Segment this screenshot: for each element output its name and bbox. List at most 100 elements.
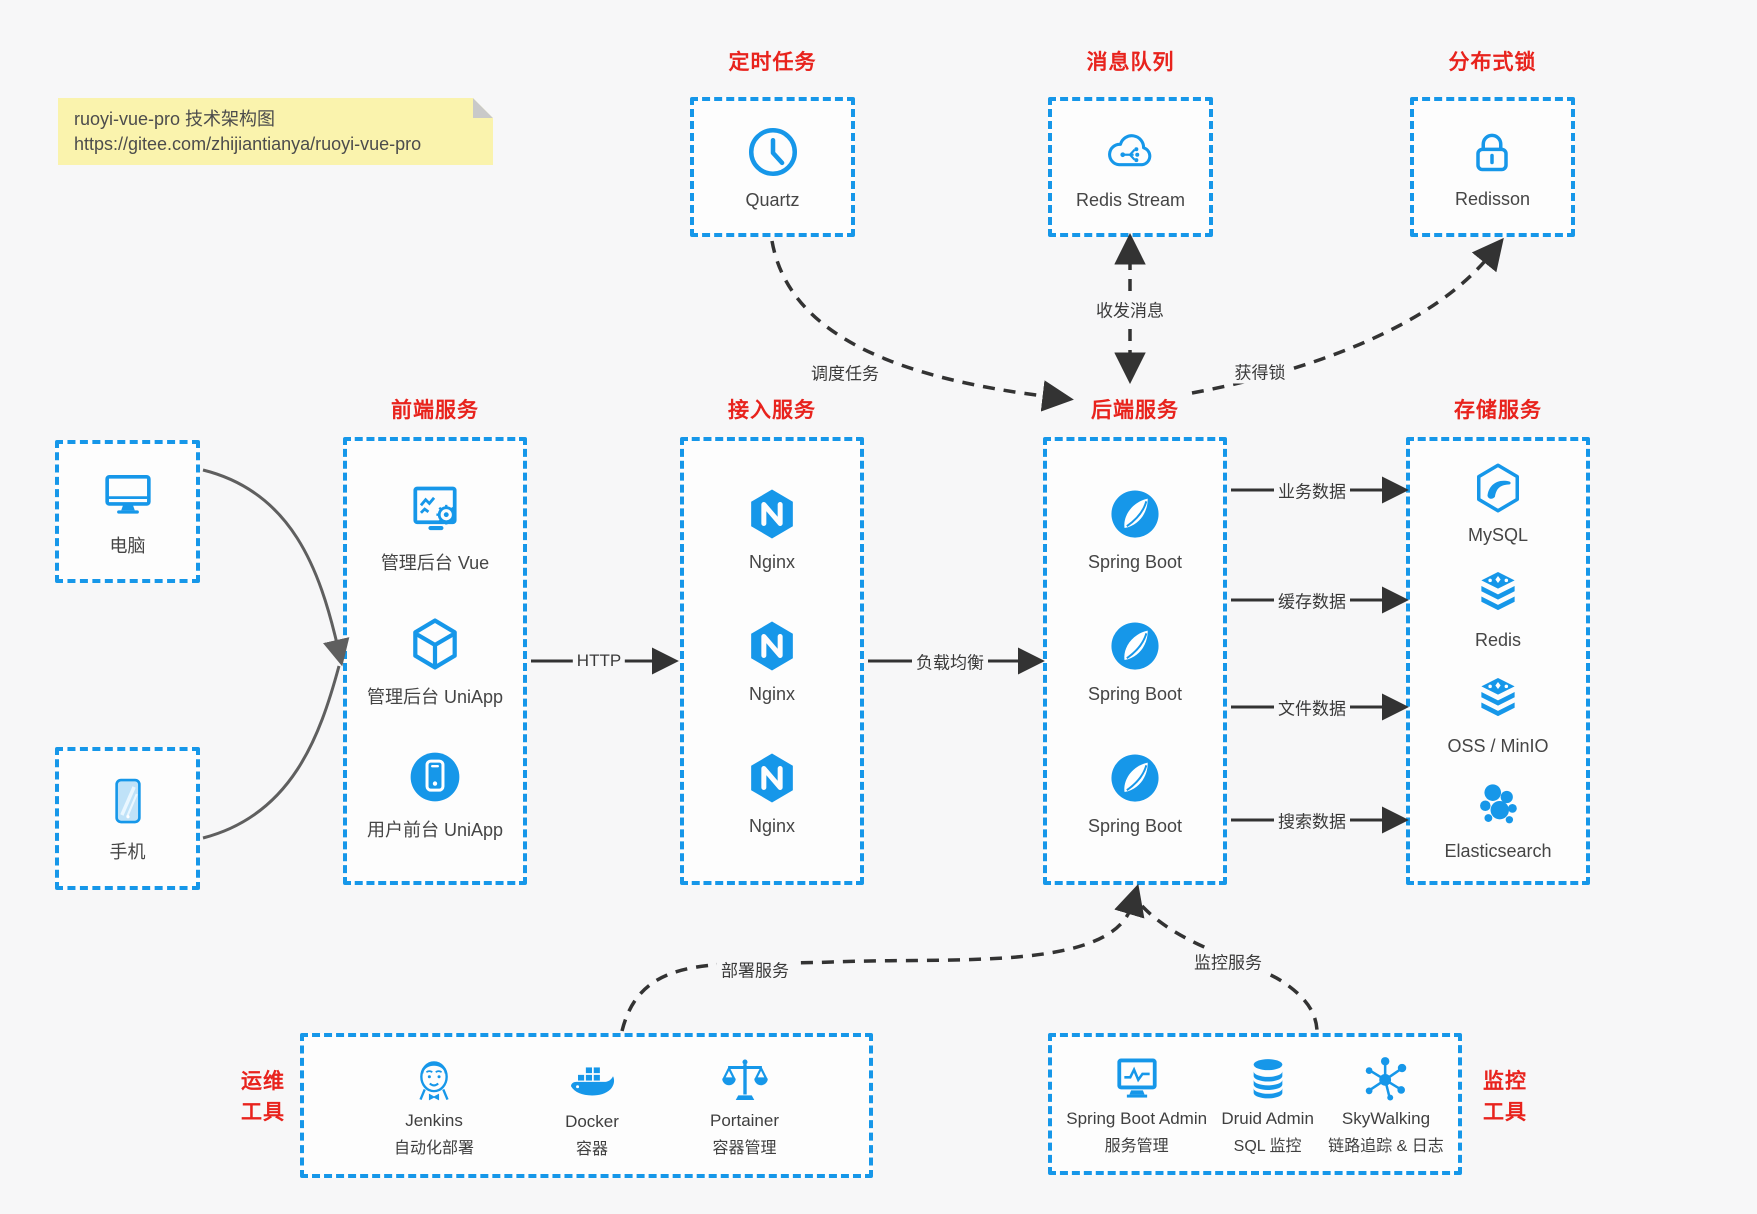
graph-nodes-icon: [1365, 1057, 1407, 1101]
title-lock: 分布式锁: [1448, 51, 1537, 74]
mobile-icon: [114, 778, 141, 824]
tool-name: Portainer: [710, 1110, 779, 1130]
edge-label-biz-data: 业务数据: [1274, 477, 1350, 503]
node-redis: Redis: [1470, 565, 1526, 651]
title-monitoring-tools: 监控 工具: [1470, 1066, 1540, 1128]
node-label: OSS / MinIO: [1447, 735, 1549, 756]
node-redis-stream: Redis Stream: [1076, 123, 1185, 211]
ops-title-line1: 运维: [241, 1070, 285, 1093]
node-jenkins: Jenkins 自动化部署: [394, 1054, 474, 1158]
lock-box: Redisson: [1410, 97, 1575, 237]
node-label: 电脑: [109, 536, 146, 556]
cloud-stream-icon: [1108, 134, 1152, 167]
node-label: Redisson: [1454, 189, 1531, 209]
portainer-icon: [721, 1058, 768, 1100]
node-skywalking: SkyWalking 链路追踪 & 日志: [1328, 1052, 1444, 1156]
edge-label-http: HTTP: [572, 651, 626, 671]
desktop-icon: [104, 474, 151, 514]
monitoring-title-line2: 工具: [1483, 1101, 1527, 1124]
node-user-uniapp: 用户前台 UniApp: [367, 747, 503, 842]
node-label: Nginx: [748, 552, 796, 572]
edge-label-messaging: 收发消息: [1092, 296, 1168, 322]
tool-sub: 自动化部署: [394, 1139, 475, 1157]
monitoring-title-line1: 监控: [1483, 1070, 1527, 1093]
edge-label-search-data: 搜索数据: [1274, 807, 1350, 833]
node-springboot-2: Spring Boot: [1088, 617, 1182, 705]
gateway-box: Nginx Nginx Nginx: [680, 437, 864, 885]
title-scheduler: 定时任务: [728, 51, 817, 74]
admin-monitor-gear-icon: [413, 486, 457, 530]
monitoring-tools-box: Spring Boot Admin 服务管理 Druid Admin SQL 监…: [1048, 1033, 1462, 1175]
node-computer: 电脑: [99, 465, 157, 558]
title-mq: 消息队列: [1086, 51, 1175, 74]
frontend-box: 管理后台 Vue 管理后台 UniApp 用户前台 UniApp: [343, 437, 527, 885]
nginx-icon: [751, 489, 793, 539]
title-ops-tools: 运维 工具: [228, 1066, 298, 1128]
storage-box: MySQL Redis: [1406, 437, 1590, 885]
node-label: 用户前台 UniApp: [366, 820, 504, 841]
spring-icon: [1111, 754, 1159, 802]
edge-label-load-balance: 负载均衡: [912, 648, 988, 674]
database-icon: [1253, 1059, 1282, 1099]
node-label: Redis Stream: [1075, 190, 1186, 210]
node-label: Nginx: [748, 684, 796, 704]
node-admin-vue: 管理后台 Vue: [381, 480, 489, 575]
backend-box: Spring Boot Spring Boot Spring Boot: [1043, 437, 1227, 885]
node-label: Spring Boot: [1087, 552, 1183, 572]
tool-name: Druid Admin: [1221, 1109, 1314, 1128]
nginx-icon: [751, 621, 793, 671]
note-title: ruoyi-vue-pro 技术架构图: [74, 109, 276, 129]
node-phone: 手机: [100, 773, 156, 864]
spring-icon: [1111, 622, 1159, 670]
edge-label-schedule: 调度任务: [807, 359, 883, 385]
edge-label-monitor: 监控服务: [1190, 948, 1266, 974]
phone-box: 手机: [55, 747, 200, 890]
phone-circle-icon: [410, 752, 460, 802]
node-nginx-1: Nginx: [743, 485, 801, 573]
title-storage: 存储服务: [1454, 399, 1542, 422]
node-label: Spring Boot: [1087, 816, 1183, 836]
scheduler-box: Quartz: [690, 97, 855, 237]
stack-icon: [1481, 677, 1515, 716]
node-elasticsearch: Elasticsearch: [1444, 776, 1552, 862]
lock-icon: [1476, 133, 1509, 172]
node-docker: Docker 容器: [564, 1053, 620, 1159]
node-label: Nginx: [748, 816, 796, 836]
tool-sub: 容器管理: [712, 1139, 777, 1157]
node-admin-uniapp: 管理后台 UniApp: [367, 614, 503, 709]
node-quartz: Quartz: [744, 123, 802, 211]
node-label: MySQL: [1467, 525, 1528, 546]
node-nginx-2: Nginx: [743, 617, 801, 705]
elasticsearch-icon: [1480, 784, 1517, 824]
clock-icon: [748, 127, 797, 177]
edge-phone-to-frontend: [202, 665, 341, 840]
node-label: Redis: [1474, 630, 1522, 651]
tool-sub: 服务管理: [1104, 1138, 1169, 1155]
monitor-pulse-icon: [1117, 1058, 1157, 1098]
tool-name: SkyWalking: [1341, 1109, 1431, 1128]
sticky-note: ruoyi-vue-pro 技术架构图 https://gitee.com/zh…: [58, 98, 493, 165]
title-frontend: 前端服务: [391, 399, 479, 422]
tool-name: Spring Boot Admin: [1066, 1109, 1208, 1128]
edge-label-deploy: 部署服务: [717, 956, 793, 982]
edge-label-file-data: 文件数据: [1274, 694, 1350, 720]
tool-sub: 容器: [576, 1140, 609, 1158]
ops-tools-box: Jenkins 自动化部署 Docker 容器: [300, 1033, 873, 1178]
tool-sub: SQL 监控: [1233, 1138, 1302, 1155]
edge-label-acquire-lock: 获得锁: [1230, 358, 1290, 384]
edge-deploy: [620, 883, 1145, 1032]
tool-name: Docker: [565, 1111, 619, 1131]
docker-icon: [571, 1066, 615, 1095]
title-backend: 后端服务: [1091, 399, 1179, 422]
node-portainer: Portainer 容器管理: [710, 1054, 779, 1158]
node-springboot-admin: Spring Boot Admin 服务管理: [1066, 1052, 1207, 1156]
node-springboot-3: Spring Boot: [1088, 749, 1182, 837]
node-redisson: Redisson: [1455, 124, 1530, 210]
node-druid-admin: Druid Admin SQL 监控: [1221, 1052, 1314, 1156]
tool-name: Jenkins: [405, 1110, 463, 1130]
node-mysql: MySQL: [1468, 460, 1528, 546]
node-springboot-1: Spring Boot: [1088, 485, 1182, 573]
mq-box: Redis Stream: [1048, 97, 1213, 237]
note-fold-corner: [473, 98, 493, 118]
